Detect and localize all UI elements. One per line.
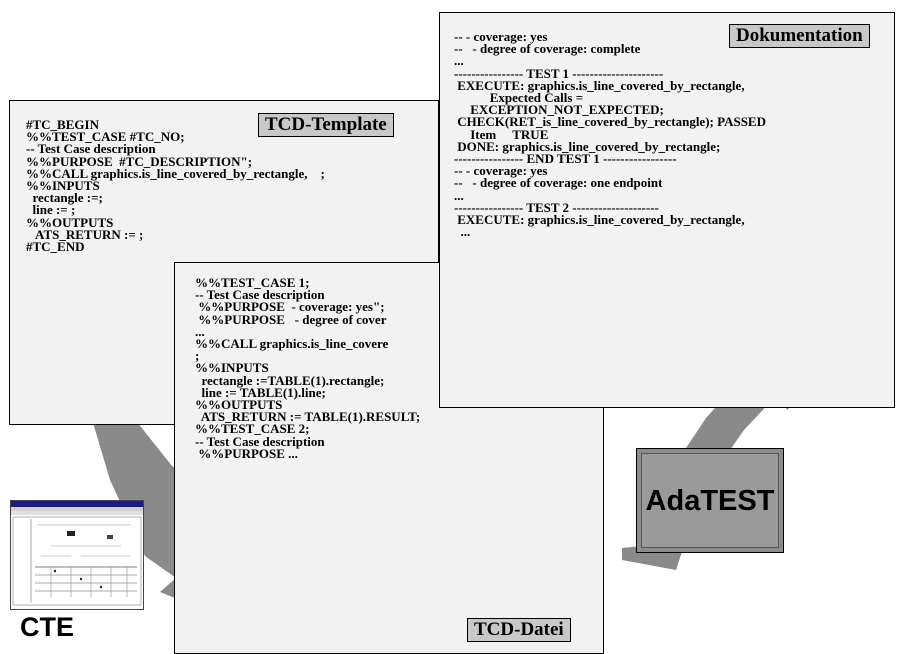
tcd-datei-code-line: ... xyxy=(195,323,205,339)
tcd-template-code-line: ATS_RETURN := ; xyxy=(26,226,144,242)
dokumentation-code-line: ... xyxy=(454,187,464,203)
tcd-template-code-line: %%OUTPUTS xyxy=(26,214,114,230)
dokumentation-code: -- - coverage: yes-- - degree of coverag… xyxy=(454,29,766,240)
dokumentation-code-line: ---------------- END TEST 1 ------------… xyxy=(454,151,677,167)
tcd-datei-code-line: -- Test Case description xyxy=(195,433,325,449)
tcd-template-code-line: %%TEST_CASE #TC_NO; xyxy=(26,129,185,145)
tcd-datei-code-line: line := TABLE(1).line; xyxy=(195,384,326,400)
adatest-label: AdaTEST xyxy=(641,453,779,548)
dokumentation-code-line: EXECUTE: graphics.is_line_covered_by_rec… xyxy=(454,77,745,93)
tcd-template-code-line: %%CALL graphics.is_line_covered_by_recta… xyxy=(26,165,325,181)
tcd-datei-code-line: %%CALL graphics.is_line_covere xyxy=(195,336,389,352)
dokumentation-code-line: Expected Calls = xyxy=(454,90,584,106)
tcd-datei-code-line: %%PURPOSE - coverage: yes"; xyxy=(195,299,385,315)
tcd-datei-code-line: %%TEST_CASE 1; xyxy=(195,275,310,290)
tcd-template-code-line: rectangle :=; xyxy=(26,190,103,206)
tcd-datei-code-line: -- Test Case description xyxy=(195,287,325,303)
dokumentation-code-line: ... xyxy=(454,53,464,69)
dokumentation-code-line: ---------------- TEST 1 ----------------… xyxy=(454,65,664,81)
cte-screenshot-thumbnail xyxy=(10,500,144,610)
tcd-template-code-line: line := ; xyxy=(26,202,76,218)
dokumentation-code-line: ... xyxy=(454,224,471,240)
tcd-datei-code: %%TEST_CASE 1;-- Test Case description %… xyxy=(195,275,421,461)
tcd-datei-code-line: %%PURPOSE ... xyxy=(195,445,298,461)
dokumentation-code-line: EXCEPTION_NOT_EXPECTED; xyxy=(454,102,664,118)
tcd-datei-title: TCD-Datei xyxy=(467,618,571,642)
dokumentation-code-line: -- - degree of coverage: one endpoint xyxy=(454,175,663,191)
dokumentation-code-line: Item TRUE xyxy=(454,126,549,142)
tcd-datei-code-line: %%PURPOSE - degree of cover xyxy=(195,311,387,327)
dokumentation-code-line: -- - degree of coverage: complete xyxy=(454,41,641,57)
tcd-template-code: #TC_BEGIN%%TEST_CASE #TC_NO;-- Test Case… xyxy=(26,117,325,255)
tcd-template-code-line: %%INPUTS xyxy=(26,178,100,194)
tcd-template-code-line: -- Test Case description xyxy=(26,141,156,157)
tcd-datei-code-line: %%INPUTS xyxy=(195,360,269,376)
dokumentation-code-line: -- - coverage: yes xyxy=(454,29,548,44)
dokumentation-code-line: -- - coverage: yes xyxy=(454,163,548,179)
dokumentation-code-line: ---------------- TEST 2 ----------------… xyxy=(454,199,659,215)
adatest-box: AdaTEST xyxy=(636,448,784,553)
tcd-datei-code-line: ; xyxy=(195,348,200,364)
cte-label: CTE xyxy=(20,612,74,642)
tcd-datei-code-line: ATS_RETURN := TABLE(1).RESULT; xyxy=(195,409,421,425)
dokumentation-panel: -- - coverage: yes-- - degree of coverag… xyxy=(439,12,895,408)
cte-thumbnail-graphic xyxy=(11,501,143,606)
dokumentation-title: Dokumentation xyxy=(729,24,870,48)
dokumentation-code-line: EXECUTE: graphics.is_line_covered_by_rec… xyxy=(454,212,745,228)
dokumentation-code-line: CHECK(RET_is_line_covered_by_rectangle);… xyxy=(454,114,766,130)
tcd-datei-code-line: rectangle :=TABLE(1).rectangle; xyxy=(195,372,385,388)
tcd-template-code-line: #TC_END xyxy=(26,239,85,255)
tcd-template-title: TCD-Template xyxy=(258,113,394,137)
tcd-template-code-line: %%PURPOSE #TC_DESCRIPTION"; xyxy=(26,153,253,169)
tcd-datei-code-line: %%TEST_CASE 2; xyxy=(195,421,310,437)
tcd-template-code-line: #TC_BEGIN xyxy=(26,117,99,132)
tcd-datei-code-line: %%OUTPUTS xyxy=(195,397,283,413)
dokumentation-code-line: DONE: graphics.is_line_covered_by_rectan… xyxy=(454,138,721,154)
